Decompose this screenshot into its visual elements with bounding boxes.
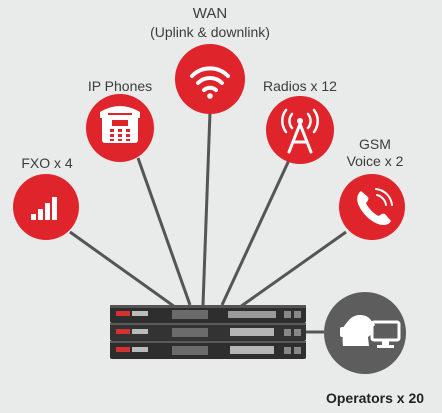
wan-title: WAN [192, 5, 228, 22]
radios-node [266, 96, 334, 164]
fxo-label: FXO x 4 [21, 155, 73, 171]
operators-node [324, 292, 406, 374]
line-fxo [69, 230, 176, 309]
wan-subtitle: (Uplink & downlink) [150, 24, 270, 40]
phone-handset-icon [357, 188, 393, 225]
radios-label: Radios x 12 [263, 78, 337, 94]
desk-phone-icon [100, 106, 140, 143]
gateway-device-top [110, 305, 306, 323]
signal-bars-icon [31, 197, 57, 220]
wifi-icon [190, 66, 230, 99]
line-radios [220, 157, 292, 306]
radio-tower-icon [281, 108, 319, 154]
line-gsm [239, 230, 347, 309]
gateway-device-middle [110, 323, 306, 341]
line-ip-phones [136, 157, 192, 306]
wan-node [175, 44, 245, 114]
operator-headset-icon [340, 315, 401, 348]
gsm-label-line1: GSM [359, 136, 391, 152]
operators-label: Operators x 20 [325, 390, 425, 406]
fxo-node [13, 174, 79, 240]
gateway-device-bottom [110, 341, 306, 359]
ip-phones-label: IP Phones [87, 78, 153, 94]
line-wan [201, 111, 212, 306]
gsm-node [339, 174, 405, 240]
gsm-label-line2: Voice x 2 [346, 153, 404, 169]
gateway-device-stack [110, 305, 306, 359]
ip-phones-node [86, 94, 154, 162]
